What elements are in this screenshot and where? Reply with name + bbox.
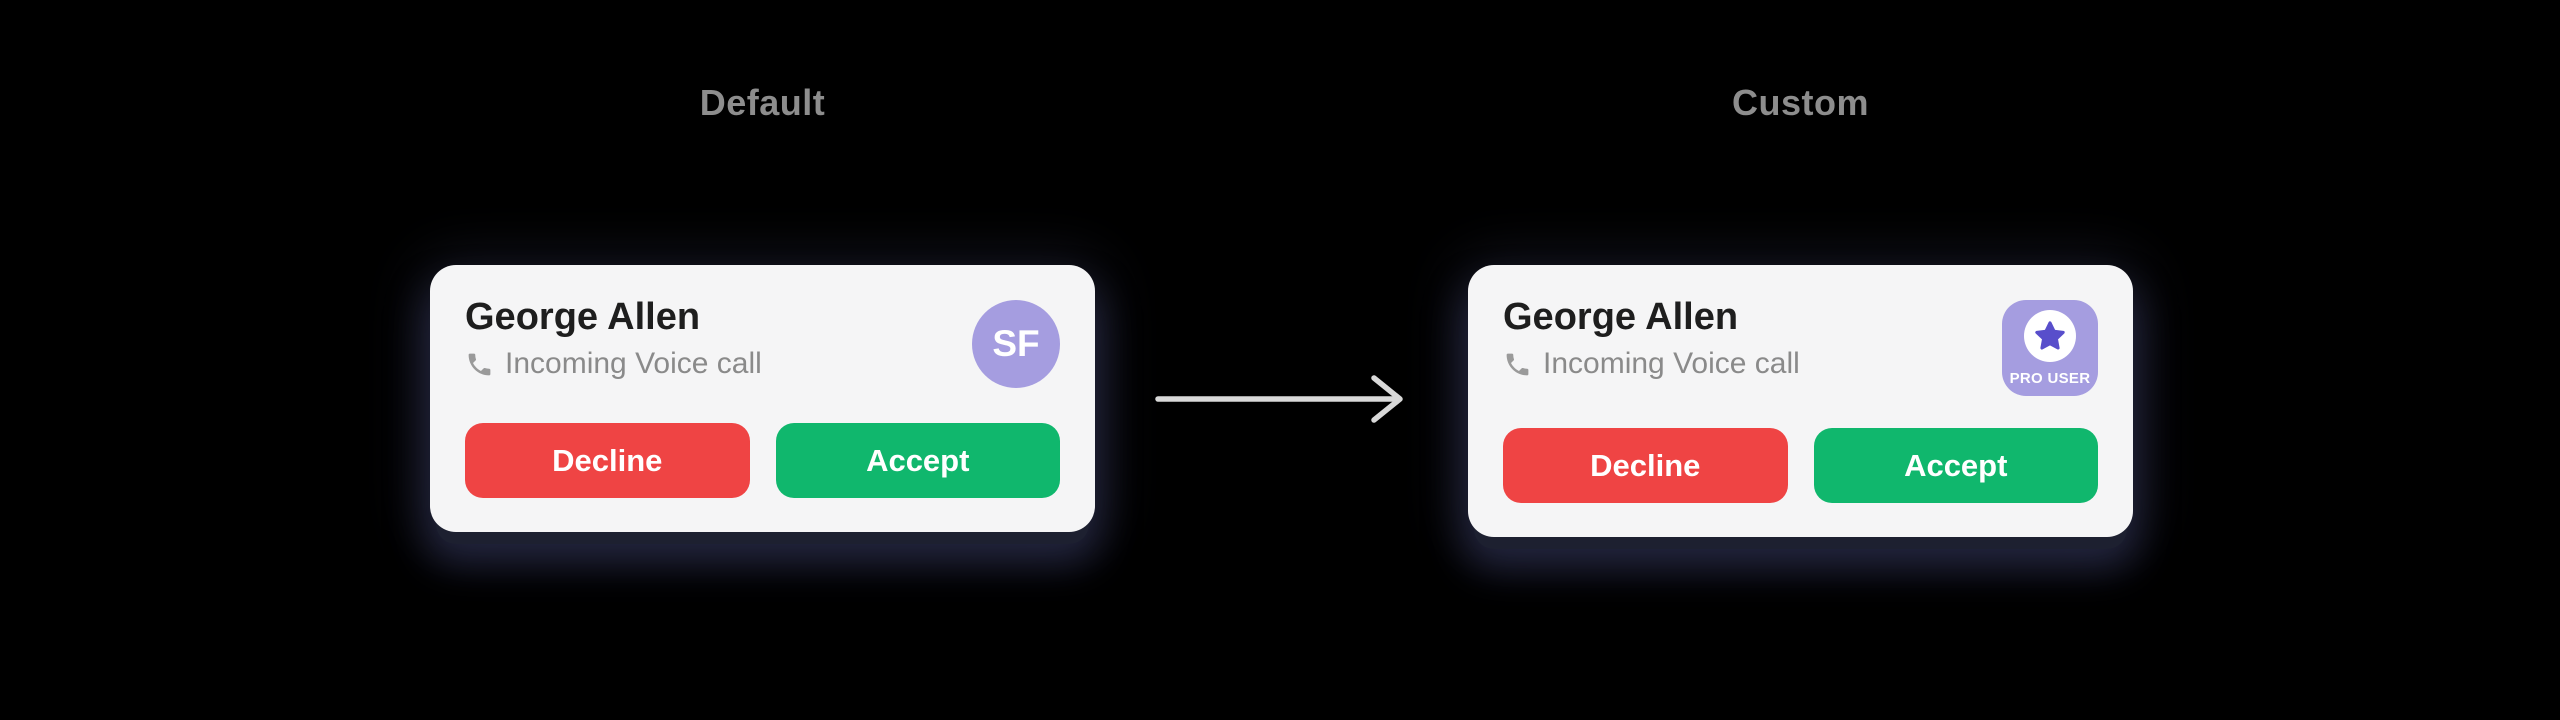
pro-user-label: PRO USER bbox=[2009, 370, 2091, 387]
right-arrow-icon bbox=[1155, 375, 1403, 423]
call-action-buttons: Decline Accept bbox=[1503, 428, 2098, 503]
call-type-label: Incoming Voice call bbox=[1543, 347, 1800, 380]
call-subtitle-row: Incoming Voice call bbox=[465, 346, 762, 382]
call-type-label: Incoming Voice call bbox=[505, 347, 762, 380]
decline-button[interactable]: Decline bbox=[465, 423, 750, 498]
incoming-call-card-default: George Allen Incoming Voice call SF Decl… bbox=[430, 265, 1095, 532]
star-badge-circle bbox=[2024, 310, 2076, 362]
section-label-default: Default bbox=[699, 82, 826, 123]
star-icon bbox=[2035, 321, 2065, 350]
card-header: George Allen Incoming Voice call SF bbox=[465, 295, 1060, 388]
caller-name: George Allen bbox=[465, 296, 701, 338]
accept-button[interactable]: Accept bbox=[775, 423, 1060, 498]
decline-button[interactable]: Decline bbox=[1503, 428, 1788, 503]
call-action-buttons: Decline Accept bbox=[465, 423, 1060, 498]
pro-user-badge: PRO USER bbox=[2002, 300, 2098, 396]
card-header: George Allen Incoming Voice call PRO USE… bbox=[1503, 295, 2098, 396]
section-label-custom: Custom bbox=[1732, 82, 1869, 123]
phone-handset-icon bbox=[468, 353, 491, 375]
caller-info: George Allen Incoming Voice call bbox=[1503, 295, 1800, 382]
phone-handset-icon bbox=[1506, 353, 1529, 375]
incoming-call-card-custom: George Allen Incoming Voice call PRO USE… bbox=[1468, 265, 2133, 537]
caller-info: George Allen Incoming Voice call bbox=[465, 295, 762, 382]
avatar: SF bbox=[972, 300, 1060, 388]
accept-button[interactable]: Accept bbox=[1813, 428, 2098, 503]
call-subtitle-row: Incoming Voice call bbox=[1503, 346, 1800, 382]
caller-name: George Allen bbox=[1503, 296, 1739, 338]
